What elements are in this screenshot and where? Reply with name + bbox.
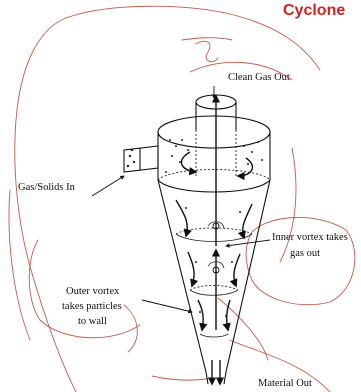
label-clean-gas-out: Clean Gas Out [228, 72, 290, 83]
label-outer-vortex-line1: Outer vortex [66, 286, 120, 297]
diagram-labels: Clean Gas Out Gas/Solids In Inner vortex… [18, 72, 348, 389]
vortex-flow-arrows [176, 96, 252, 384]
label-inner-vortex-line2: gas out [290, 248, 320, 259]
handwritten-annotations [9, 6, 355, 392]
diagram-title: Cyclone [283, 2, 345, 19]
label-outer-vortex-line2: takes particles [62, 301, 122, 312]
label-inner-vortex-line1: Inner vortex takes [272, 232, 348, 243]
label-outer-vortex-line3: to wall [78, 316, 107, 327]
label-material-out: Material Out [258, 378, 312, 389]
label-gas-solids-in: Gas/Solids In [18, 182, 76, 193]
label-leaders [92, 86, 270, 312]
